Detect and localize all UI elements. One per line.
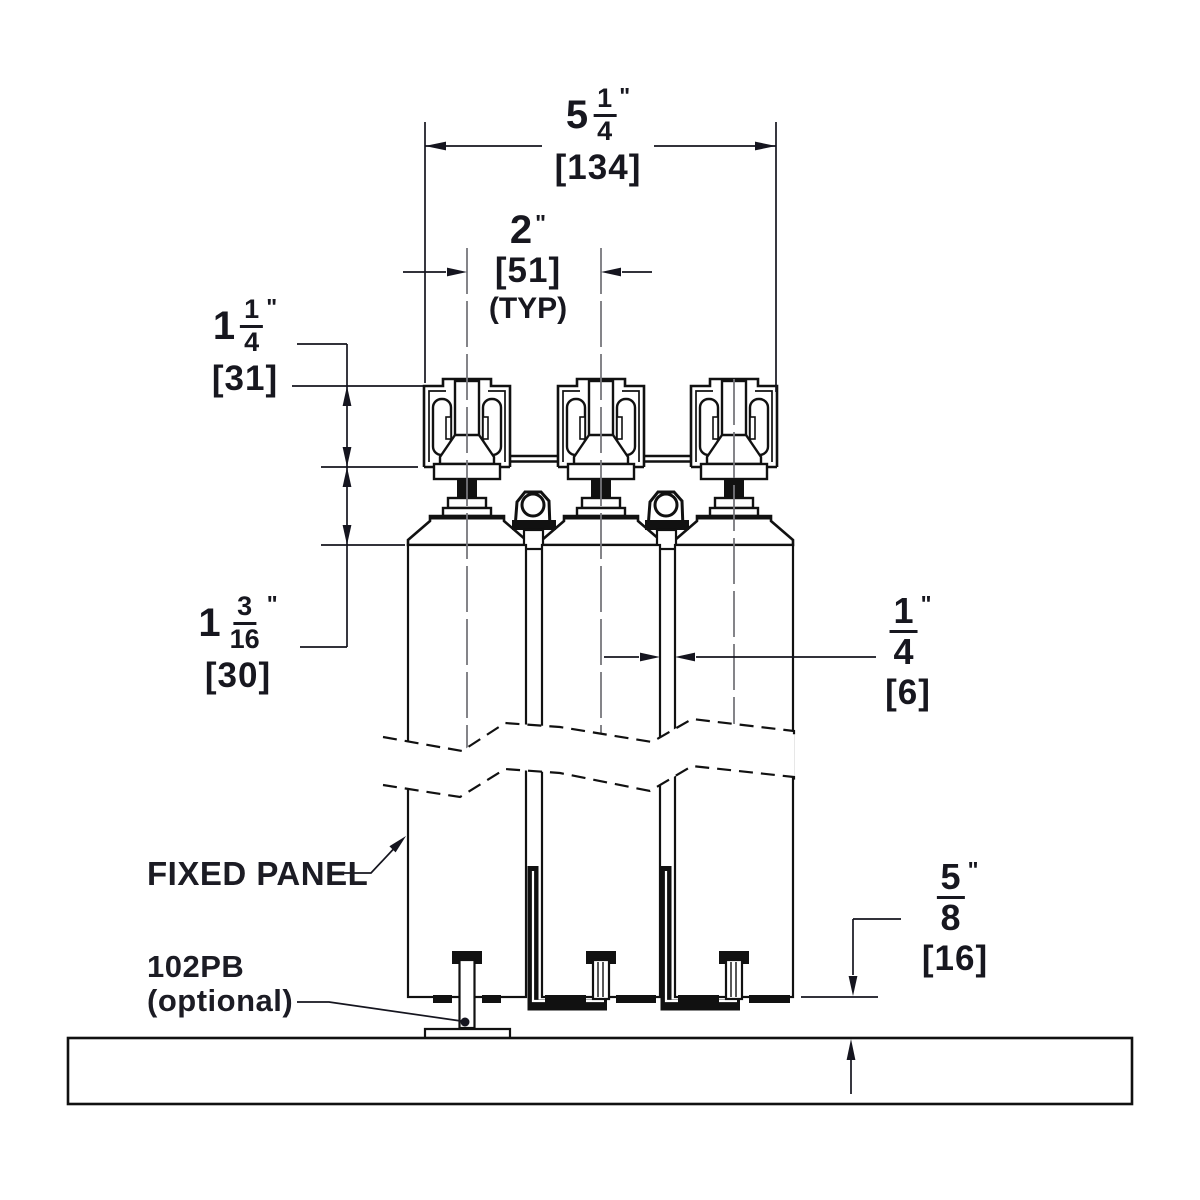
- dim-track-height-lines: [292, 343, 423, 648]
- floor-guide-panel-1: [423, 951, 512, 1039]
- floor-plate-label: 102PB (optional): [147, 949, 294, 1019]
- fixed-panel-label: FIXED PANEL: [147, 855, 369, 892]
- dim-mm: [31]: [211, 359, 279, 399]
- dim-floor-clearance-lines: [801, 918, 901, 1094]
- floor-guide-panel-2: [527, 866, 656, 1011]
- inch-mark: ": [535, 210, 547, 236]
- dim-panel-spacing-lines: [403, 267, 652, 277]
- dim-mm: [30]: [204, 656, 272, 696]
- dim-whole: 5: [565, 93, 589, 138]
- dim-mm: [16]: [921, 939, 989, 979]
- floor-plate-102pb: [423, 1027, 512, 1039]
- inch-mark: ": [266, 591, 278, 617]
- dim-panel-spacing-label: 2 " [51] (TYP): [488, 208, 568, 325]
- dim-whole: 1: [198, 601, 221, 646]
- track-connector-strap: [510, 454, 691, 463]
- break-band: [383, 719, 794, 797]
- dim-panel-gap-lines: [604, 652, 876, 662]
- break-lines: [382, 717, 796, 799]
- floor-plate-model: 102PB: [147, 949, 245, 984]
- inch-mark: ": [619, 83, 631, 109]
- inch-mark: ": [920, 591, 932, 617]
- dim-whole: 2: [509, 208, 533, 252]
- fixed-panel-leader: [333, 836, 406, 874]
- floor-slab: [66, 1036, 1134, 1106]
- centerlines: [466, 248, 735, 755]
- dim-overall-width-lines: [424, 122, 777, 392]
- dim-mm: [6]: [885, 673, 931, 713]
- dim-mm: [134]: [554, 148, 642, 188]
- floor-guide-panel-3: [660, 866, 790, 1011]
- floor-plate-note: (optional): [147, 983, 294, 1019]
- inch-mark: ": [266, 294, 278, 320]
- dim-whole: 1: [212, 304, 236, 349]
- floor-plate-leader: [297, 1001, 470, 1027]
- dim-mm: [51]: [494, 251, 562, 290]
- inch-mark: ": [967, 857, 979, 883]
- dim-typ-note: (TYP): [488, 292, 568, 325]
